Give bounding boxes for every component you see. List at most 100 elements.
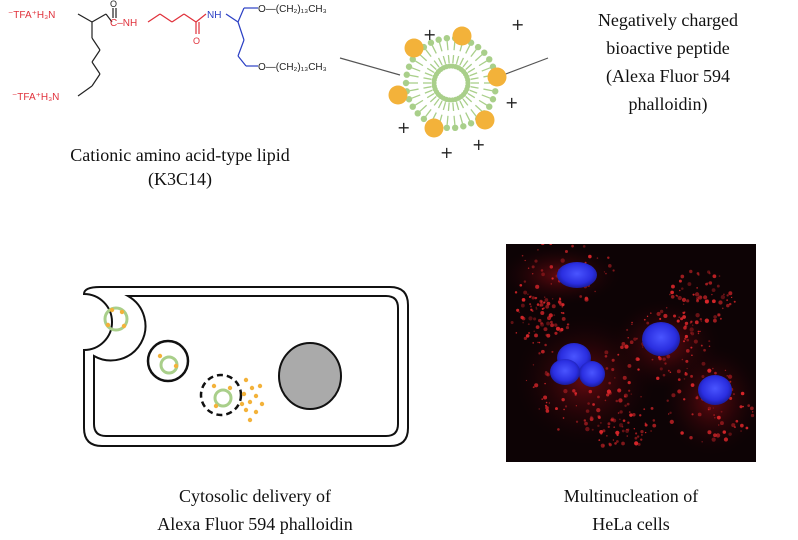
actin-speckle [619, 410, 623, 414]
actin-speckle [619, 418, 621, 421]
peptide-dot [253, 393, 259, 399]
actin-speckle [588, 254, 592, 259]
actin-speckle [527, 267, 530, 269]
actin-speckle [596, 408, 601, 413]
actin-speckle [684, 311, 686, 313]
actin-speckle [557, 428, 560, 431]
actin-speckle [552, 298, 554, 300]
actin-speckle [696, 299, 700, 303]
actin-speckle [637, 357, 640, 361]
actin-speckle [521, 241, 524, 244]
actin-speckle [718, 300, 723, 305]
actin-speckle [682, 303, 685, 305]
amide-nh2-label: NH [207, 10, 221, 21]
actin-speckle [704, 299, 709, 304]
peptide-dot [213, 403, 219, 409]
actin-speckle [560, 312, 563, 314]
actin-speckle [561, 235, 564, 238]
actin-speckle [561, 305, 564, 308]
chain-top-label: O—(CH₂)₁₃CH₃ [258, 4, 327, 15]
actin-speckle [646, 321, 650, 325]
actin-speckle [615, 430, 620, 435]
lipid-tail [452, 55, 455, 64]
actin-speckle [735, 419, 739, 423]
actin-speckle [544, 298, 549, 302]
actin-speckle [550, 283, 553, 285]
actin-speckle [682, 311, 684, 314]
peptide-dot [105, 322, 111, 328]
actin-speckle [690, 320, 693, 323]
actin-speckle [612, 269, 615, 272]
lipid-caption-line1: Cationic amino acid-type lipid [70, 145, 290, 165]
actin-speckle [752, 411, 754, 413]
actin-speckle [591, 428, 594, 431]
lipid-tail [423, 86, 432, 89]
actin-speckle [523, 290, 528, 295]
actin-speckle [666, 399, 669, 402]
actin-speckle [668, 413, 670, 415]
actin-speckle [695, 396, 699, 400]
actin-speckle [622, 375, 627, 380]
actin-speckle [676, 319, 680, 323]
lipid-structure-icon: ⁻TFA⁺H₃N ⁻TFA⁺H₃N O C–NH NH O O—(CH₂)₁₃C… [8, 0, 327, 103]
actin-speckle [635, 337, 638, 340]
actin-speckle [533, 330, 536, 333]
actin-speckle [713, 433, 717, 438]
actin-speckle [678, 316, 681, 318]
actin-speckle [628, 389, 631, 392]
actin-speckle [527, 323, 530, 326]
actin-speckle [720, 421, 724, 426]
lipid-head [414, 110, 421, 117]
actin-speckle [534, 230, 536, 232]
actin-speckle [534, 333, 538, 338]
peptide-dots [388, 26, 507, 138]
actin-speckle [535, 307, 538, 310]
actin-speckle [712, 318, 717, 323]
peptide-dot [259, 401, 265, 407]
actin-speckle [682, 315, 686, 319]
actin-speckle [663, 313, 668, 319]
actin-speckle [714, 416, 716, 419]
lipid-tail [447, 102, 450, 111]
actin-speckle [554, 323, 558, 327]
actin-speckle [538, 352, 541, 355]
actin-speckle [635, 432, 638, 435]
released-peptides [105, 307, 265, 423]
actin-speckle [684, 321, 689, 326]
actin-speckle [700, 320, 703, 322]
actin-speckle [523, 336, 527, 340]
actin-speckle [601, 240, 603, 242]
actin-speckle [633, 337, 637, 341]
lipid-tail [446, 41, 449, 51]
actin-speckle [608, 389, 610, 391]
actin-speckle [600, 432, 603, 435]
actin-speckle [694, 292, 700, 297]
actin-speckle [607, 425, 610, 428]
peptide-dot [157, 353, 163, 359]
actin-speckle [522, 321, 524, 324]
actin-speckle [559, 225, 562, 228]
actin-speckle [632, 413, 636, 417]
actin-speckle [720, 410, 723, 413]
actin-speckle [671, 284, 675, 289]
actin-speckle [694, 320, 699, 325]
actin-speckle [684, 372, 688, 376]
actin-speckle [612, 439, 615, 441]
peptide-dot [173, 363, 179, 369]
actin-speckle [727, 374, 733, 379]
actin-speckle [626, 402, 630, 406]
actin-speckle [640, 396, 642, 398]
ruptured-liposome [213, 388, 233, 408]
peptide-dot [247, 417, 253, 423]
actin-speckle [617, 353, 620, 356]
actin-speckle [615, 399, 619, 403]
actin-speckle [726, 303, 730, 308]
actin-speckle [697, 330, 700, 333]
lipid-tail [465, 95, 473, 103]
actin-speckle [719, 317, 722, 320]
actin-speckle [603, 271, 606, 273]
actin-speckle [689, 327, 694, 332]
lipid-tail [411, 94, 421, 99]
actin-speckle [555, 407, 558, 411]
actin-speckle [594, 290, 596, 293]
